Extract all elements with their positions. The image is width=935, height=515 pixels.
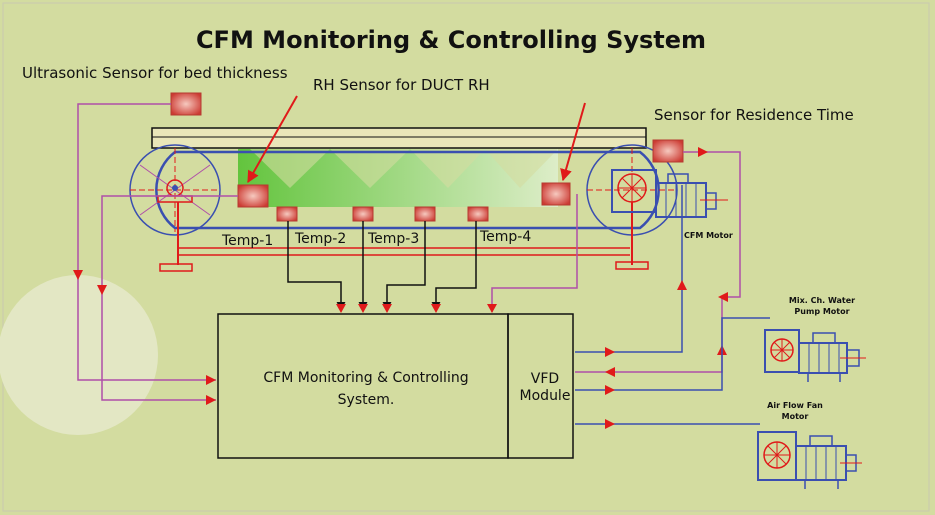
fan-motor-label-line1: Air Flow Fan (767, 401, 823, 410)
rh-left-wire (101, 195, 238, 401)
fan-motor-label-line2: Motor (782, 412, 809, 421)
vfd-fan-arrow (605, 419, 615, 429)
temp-4-sensor (467, 206, 489, 222)
vfd-to-pump-wire (575, 317, 770, 391)
green-heating-zone (238, 149, 558, 207)
ultrasonic-sensor (170, 92, 202, 116)
pump-motor-label-line2: Pump Motor (794, 307, 849, 316)
system-box-line2: System. (338, 392, 395, 408)
temp-3-label: Temp-3 (367, 231, 419, 247)
residence-sensor-label: Sensor for Residence Time (654, 106, 854, 124)
ultrasonic-sensor-label: Ultrasonic Sensor for bed thickness (22, 64, 288, 82)
ultrasonic-arrow-2 (206, 375, 216, 385)
rh-sensor-right (541, 182, 571, 206)
system-box (217, 313, 509, 459)
pump-motor-icon (764, 329, 866, 382)
ultrasonic-arrow-1 (73, 270, 83, 280)
left-drum (129, 144, 221, 236)
page-title: CFM Monitoring & Controlling System (196, 26, 706, 54)
rh-left-arrow-1 (97, 285, 107, 295)
vfd-cfm-arrow-2 (677, 280, 687, 290)
ultrasonic-wire (77, 103, 216, 381)
right-drum (586, 144, 678, 236)
temp-wires (287, 221, 477, 311)
residence-time-sensor (652, 139, 684, 163)
rh-right-arrow (487, 304, 497, 313)
vfd-box-line2: Module (520, 388, 571, 404)
temp-4-label: Temp-4 (479, 229, 531, 245)
residence-arrow-4 (605, 367, 615, 377)
rh-right-wire (491, 194, 578, 312)
background-circle (0, 275, 158, 435)
vfd-box-line1: VFD (531, 371, 559, 387)
rh-left-arrow-2 (206, 395, 216, 405)
temp-3-sensor (414, 206, 436, 222)
rh-sensor-label: RH Sensor for DUCT RH (313, 76, 490, 94)
residence-arrow-2 (718, 292, 728, 302)
residence-wire (575, 151, 741, 373)
vfd-pump-arrow (605, 385, 615, 395)
rh-sensor-left (237, 184, 269, 208)
vfd-cfm-arrow-1 (605, 347, 615, 357)
temp-2-label: Temp-2 (294, 231, 346, 247)
temp-2-sensor (352, 206, 374, 222)
vfd-box (507, 313, 574, 459)
fan-motor-icon (757, 431, 862, 489)
conveyor-top-plate (151, 127, 647, 149)
residence-arrow-1 (698, 147, 708, 157)
temp-wire-arrowheads (336, 304, 441, 313)
rh-arrow-left (247, 95, 298, 184)
temp-1-label: Temp-1 (221, 233, 273, 249)
pump-motor-label-line1: Mix. Ch. Water (789, 296, 855, 305)
temp-1-sensor (276, 206, 298, 222)
rh-arrow-right (560, 102, 586, 182)
cfm-motor-label: CFM Motor (684, 231, 733, 240)
system-box-line1: CFM Monitoring & Controlling (263, 370, 468, 386)
cfm-motor-icon (611, 169, 728, 218)
